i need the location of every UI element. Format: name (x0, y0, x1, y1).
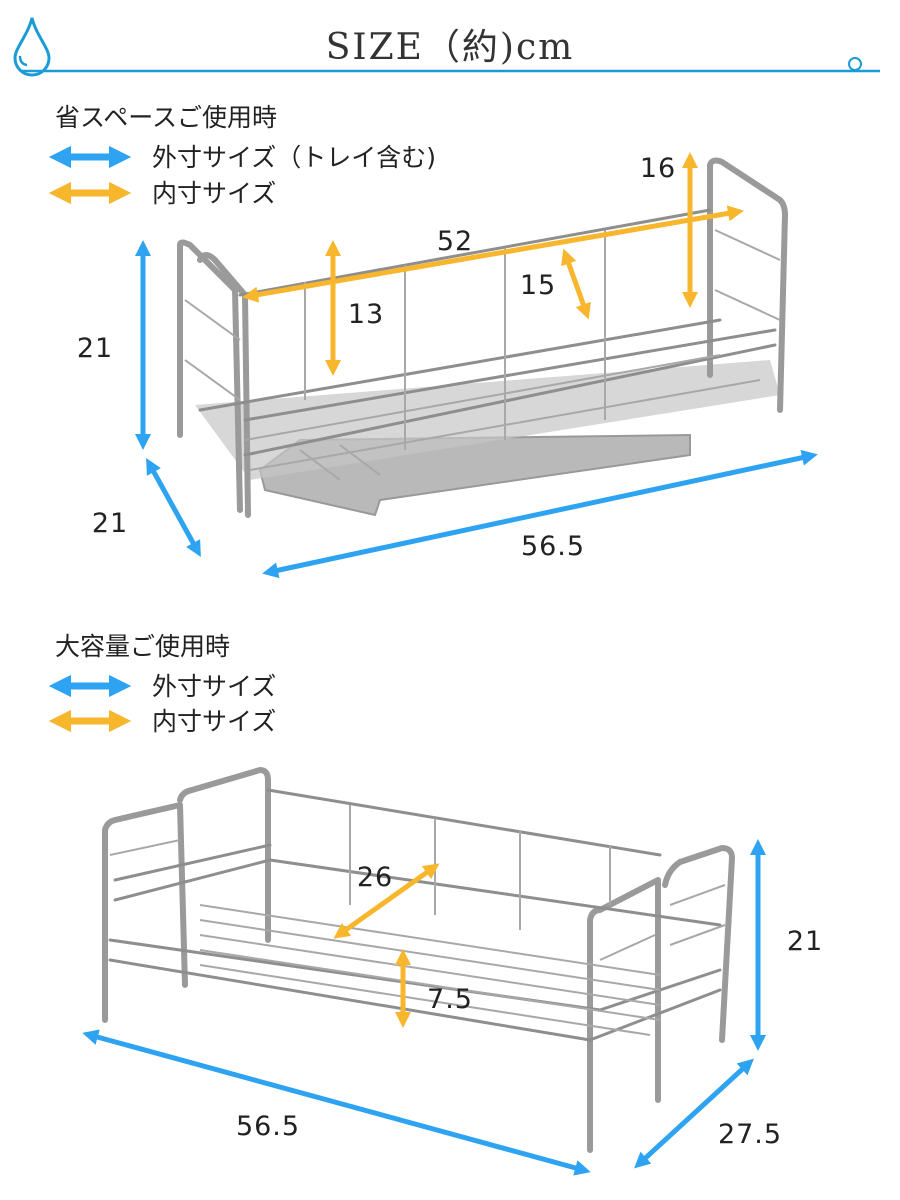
label-compact-depth-inner: 15 (520, 270, 556, 301)
label-large-width-outer: 56.5 (236, 1111, 300, 1142)
arrow-large-depth-outer (634, 1058, 754, 1169)
arrow-large-width-outer (82, 1029, 591, 1176)
compact-rack-image (177, 157, 788, 518)
label-large-depth-inner: 26 (357, 862, 393, 893)
large-legend-outer: 外寸サイズ (152, 672, 276, 701)
large-heading: 大容量ご使用時 (55, 632, 230, 661)
arrow-compact-depth-outer (146, 457, 201, 558)
label-large-height-outer: 21 (787, 926, 823, 957)
label-large-height-inner: 7.5 (427, 984, 473, 1015)
large-legend-inner: 内寸サイズ (152, 707, 276, 736)
arrow-compact-width-inner (242, 205, 744, 303)
water-drop-icon (13, 17, 51, 77)
large-dimension-labels: 26 7.5 21 56.5 27.5 (236, 862, 823, 1150)
bubble-icon (848, 57, 862, 71)
dimension-arrows (82, 151, 818, 1176)
label-compact-height-inner: 13 (348, 299, 384, 330)
header: SIZE（約)cm (13, 17, 880, 77)
compact-legend: 省スペースご使用時 外寸サイズ（トレイ含む) 内寸サイズ (48, 103, 436, 208)
label-compact-width-outer: 56.5 (521, 531, 585, 562)
label-compact-height-outer: 21 (77, 333, 113, 364)
compact-legend-outer: 外寸サイズ（トレイ含む) (152, 143, 436, 172)
compact-dimension-labels: 21 21 56.5 52 13 15 16 (77, 153, 676, 562)
compact-legend-inner: 内寸サイズ (152, 179, 276, 208)
large-rack-image (102, 767, 735, 1153)
arrow-compact-width-outer (262, 449, 818, 579)
page-title: SIZE（約)cm (326, 27, 575, 68)
compact-heading: 省スペースご使用時 (55, 103, 277, 132)
large-legend: 大容量ご使用時 外寸サイズ 内寸サイズ (48, 632, 276, 736)
arrow-large-depth-inner (333, 863, 440, 939)
label-compact-side-height: 16 (640, 153, 676, 184)
label-large-depth-outer: 27.5 (718, 1119, 782, 1150)
label-compact-depth-outer: 21 (92, 508, 128, 539)
label-compact-width-inner: 52 (437, 226, 473, 257)
arrow-compact-depth-inner (561, 248, 591, 320)
